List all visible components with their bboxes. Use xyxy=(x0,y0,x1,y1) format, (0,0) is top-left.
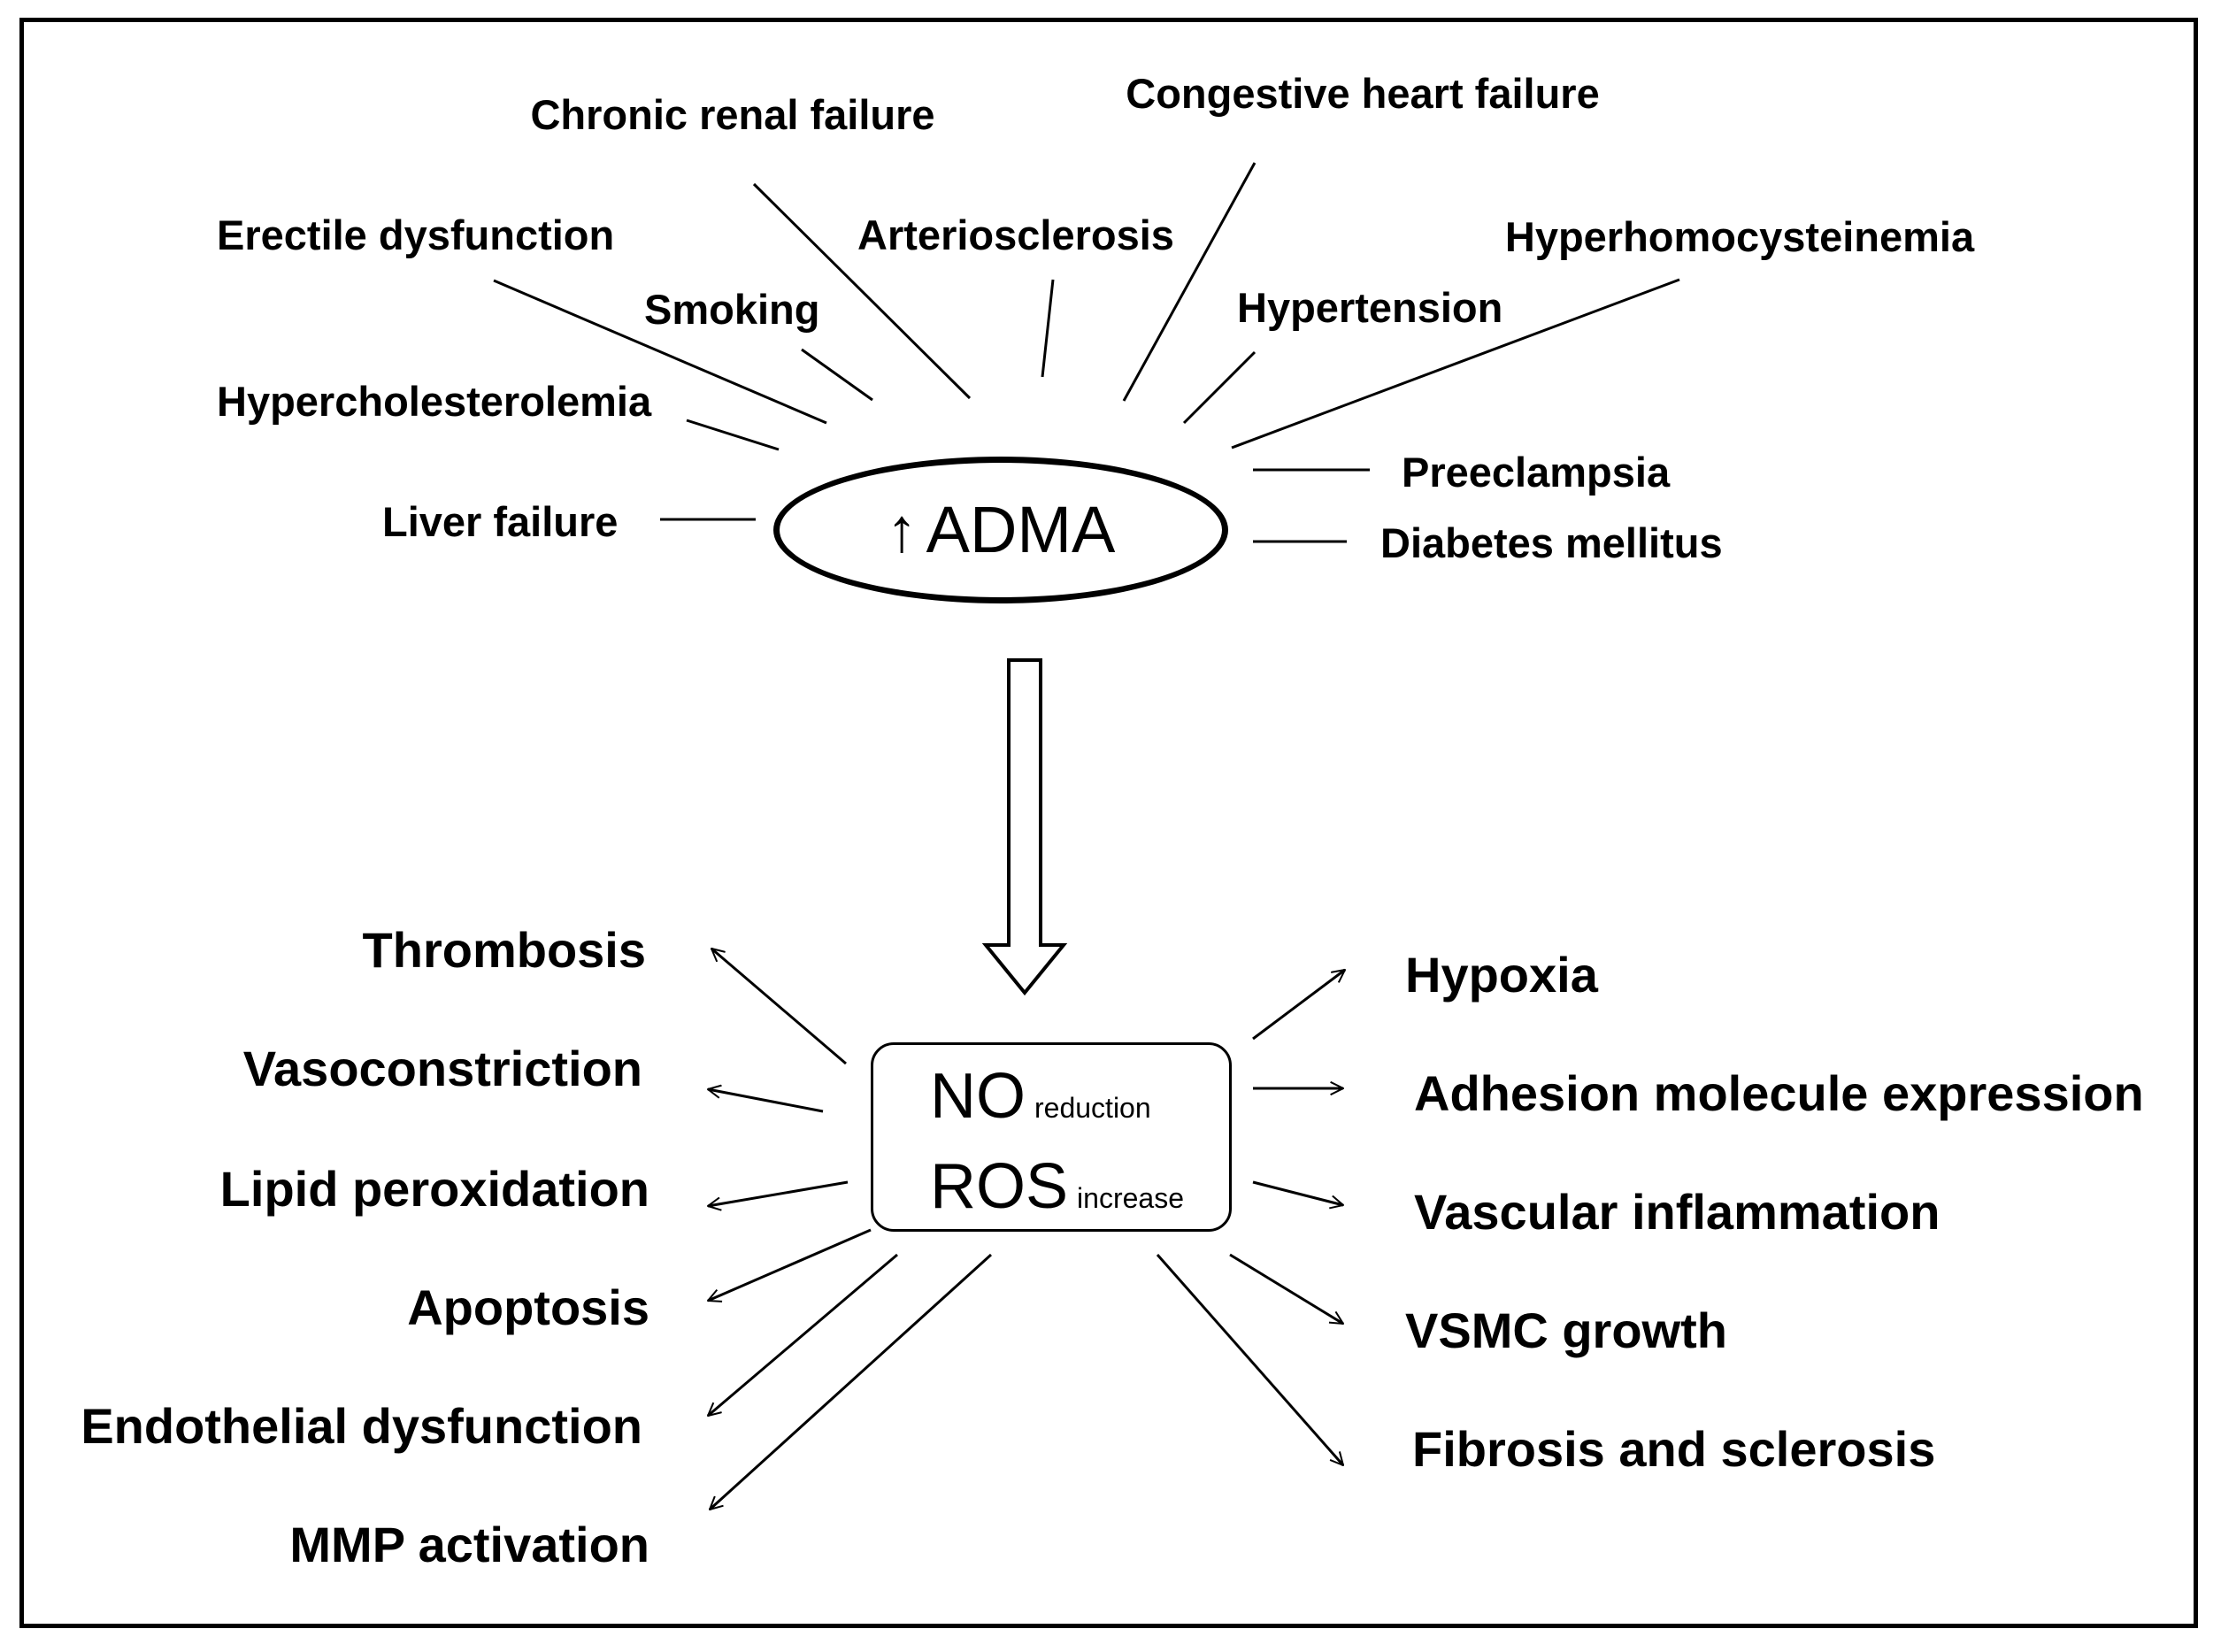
cause-smoking: Smoking xyxy=(644,286,820,333)
effect-fibrosis-and-sclerosis: Fibrosis and sclerosis xyxy=(1412,1421,1936,1477)
effect-thrombosis: Thrombosis xyxy=(362,922,646,978)
cause-erectile-dysfunction: Erectile dysfunction xyxy=(217,211,615,258)
no-label: NO xyxy=(930,1061,1026,1132)
cause-chronic-renal-failure: Chronic renal failure xyxy=(530,91,935,138)
cause-hypercholesterolemia: Hypercholesterolemia xyxy=(217,378,652,425)
arrow-vasoconstriction xyxy=(708,1089,824,1113)
line-hypertension xyxy=(1182,350,1257,425)
arrow-mmp-activation xyxy=(710,1253,993,1510)
figure-frame xyxy=(19,18,2198,1628)
arrow-endothelial-dysfunction xyxy=(708,1253,898,1416)
cause-liver-failure: Liver failure xyxy=(382,498,619,545)
effect-endothelial-dysfunction: Endothelial dysfunction xyxy=(81,1398,642,1454)
effect-adhesion-molecule-expression: Adhesion molecule expression xyxy=(1414,1065,2144,1121)
no-sub-label: reduction xyxy=(1034,1092,1151,1124)
cause-preeclampsia: Preeclampsia xyxy=(1402,449,1671,496)
arrow-thrombosis xyxy=(711,949,847,1065)
line-congestive-heart-failure xyxy=(1122,162,1257,402)
line-arteriosclerosis xyxy=(1041,279,1055,378)
effect-vasoconstriction: Vasoconstriction xyxy=(242,1041,642,1096)
arrow-hypoxia xyxy=(1252,970,1345,1041)
arrow-lipid-peroxidation xyxy=(708,1180,849,1206)
effect-vsmc-growth: VSMC growth xyxy=(1405,1302,1727,1358)
cause-congestive-heart-failure: Congestive heart failure xyxy=(1126,70,1600,117)
line-hyperhomocysteinemia xyxy=(1231,278,1680,449)
cause-hyperhomocysteinemia: Hyperhomocysteinemia xyxy=(1504,213,1975,260)
adma-label: ADMA xyxy=(926,493,1116,566)
arrow-vascular-inflammation xyxy=(1252,1180,1343,1205)
ros-label: ROS xyxy=(930,1151,1069,1222)
effect-vascular-inflammation: Vascular inflammation xyxy=(1414,1184,1940,1240)
ros-sub-label: increase xyxy=(1077,1182,1184,1214)
effect-apoptosis: Apoptosis xyxy=(407,1279,649,1335)
effect-hypoxia: Hypoxia xyxy=(1405,947,1598,1003)
adma-node: ↑ ADMA xyxy=(773,457,1228,603)
block-arrow-down xyxy=(981,658,1068,996)
line-chronic-renal-failure xyxy=(752,182,972,400)
effect-mmp-activation: MMP activation xyxy=(289,1517,649,1572)
line-hypercholesterolemia xyxy=(686,419,780,451)
line-erectile-dysfunction xyxy=(493,279,827,425)
line-smoking xyxy=(801,348,873,402)
increase-arrow-icon: ↑ xyxy=(886,496,918,565)
cause-diabetes-mellitus: Diabetes mellitus xyxy=(1380,519,1723,566)
arrow-vsmc-growth xyxy=(1229,1253,1343,1325)
arrow-apoptosis xyxy=(708,1228,872,1301)
arrow-fibrosis-and-sclerosis xyxy=(1156,1254,1343,1465)
effect-lipid-peroxidation: Lipid peroxidation xyxy=(219,1161,649,1217)
cause-hypertension: Hypertension xyxy=(1237,284,1503,331)
cause-arteriosclerosis: Arteriosclerosis xyxy=(857,211,1174,258)
